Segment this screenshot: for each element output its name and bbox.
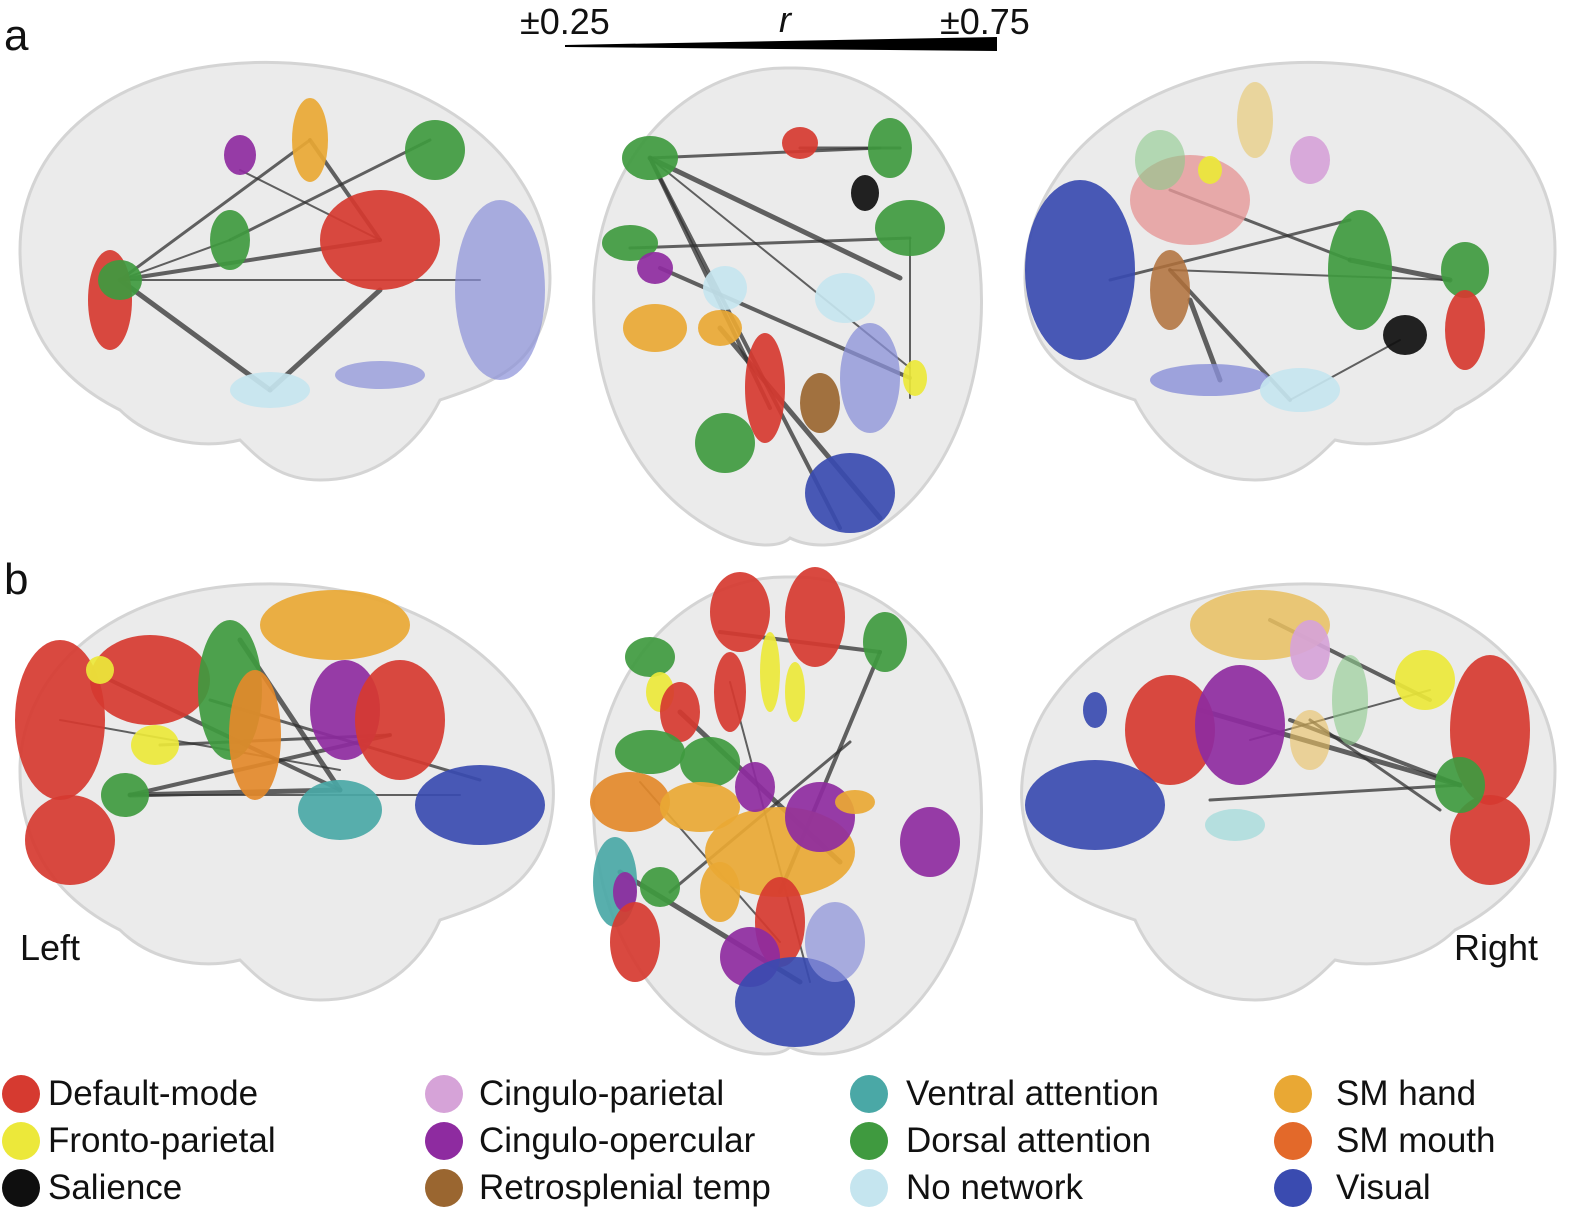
legend-swatch: [1274, 1122, 1312, 1160]
legend-swatch: [425, 1075, 463, 1113]
panel-label-b: b: [4, 555, 29, 604]
scale-symbol: r: [779, 0, 791, 40]
legend-label: Visual: [1336, 1168, 1431, 1207]
legend-item-retrosplenial-temp: Retrosplenial temp: [425, 1166, 771, 1210]
legend-swatch: [850, 1169, 888, 1207]
legend-item-default-mode: Default-mode: [2, 1072, 258, 1116]
right-hemisphere-label: Right: [1454, 927, 1539, 968]
legend-label: Retrosplenial temp: [479, 1168, 771, 1207]
legend-label: SM hand: [1336, 1074, 1477, 1113]
brain-b-right-lateral: [1020, 582, 1557, 1002]
legend-item-cingulo-parietal: Cingulo-parietal: [425, 1072, 724, 1116]
legend-label: SM mouth: [1336, 1121, 1496, 1160]
legend-item-ventral-attention: Ventral attention: [850, 1072, 1159, 1116]
legend-swatch: [425, 1169, 463, 1207]
legend-label: Dorsal attention: [906, 1121, 1152, 1160]
legend-swatch: [1274, 1169, 1312, 1207]
panel-label-a: a: [4, 11, 29, 60]
scale-max-label: ±0.75: [940, 1, 1030, 42]
brain-a-dorsal: [592, 66, 983, 547]
legend-label: Cingulo-opercular: [479, 1121, 756, 1160]
brain-a-right-lateral: [1023, 60, 1557, 482]
legend-item-salience: Salience: [2, 1166, 182, 1210]
brain-a-left-lateral: [18, 60, 552, 482]
legend-swatch: [425, 1122, 463, 1160]
legend-swatch: [2, 1075, 40, 1113]
legend-swatch: [850, 1122, 888, 1160]
correlation-scale-wedge: [565, 37, 997, 51]
left-hemisphere-label: Left: [20, 927, 81, 968]
legend-item-visual: Visual: [1274, 1166, 1431, 1210]
brain-b-dorsal: [590, 567, 983, 1056]
legend-label: Cingulo-parietal: [479, 1074, 725, 1113]
legend-swatch: [2, 1122, 40, 1160]
legend-label: Fronto-parietal: [48, 1121, 276, 1160]
legend-item-sm-hand: SM hand: [1274, 1072, 1476, 1116]
legend-label: Ventral attention: [906, 1074, 1159, 1113]
legend-label: No network: [906, 1168, 1084, 1207]
brain-b-left-lateral: [15, 582, 555, 1002]
scale-min-label: ±0.25: [520, 1, 610, 42]
legend-item-fronto-parietal: Fronto-parietal: [2, 1119, 276, 1163]
legend-item-no-network: No network: [850, 1166, 1083, 1210]
legend-swatch: [850, 1075, 888, 1113]
legend-label: Default-mode: [48, 1074, 259, 1113]
legend-item-cingulo-opercular: Cingulo-opercular: [425, 1119, 755, 1163]
legend-item-dorsal-attention: Dorsal attention: [850, 1119, 1151, 1163]
legend-label: Salience: [48, 1168, 183, 1207]
legend-swatch: [2, 1169, 40, 1207]
legend-item-sm-mouth: SM mouth: [1274, 1119, 1496, 1163]
legend-swatch: [1274, 1075, 1312, 1113]
